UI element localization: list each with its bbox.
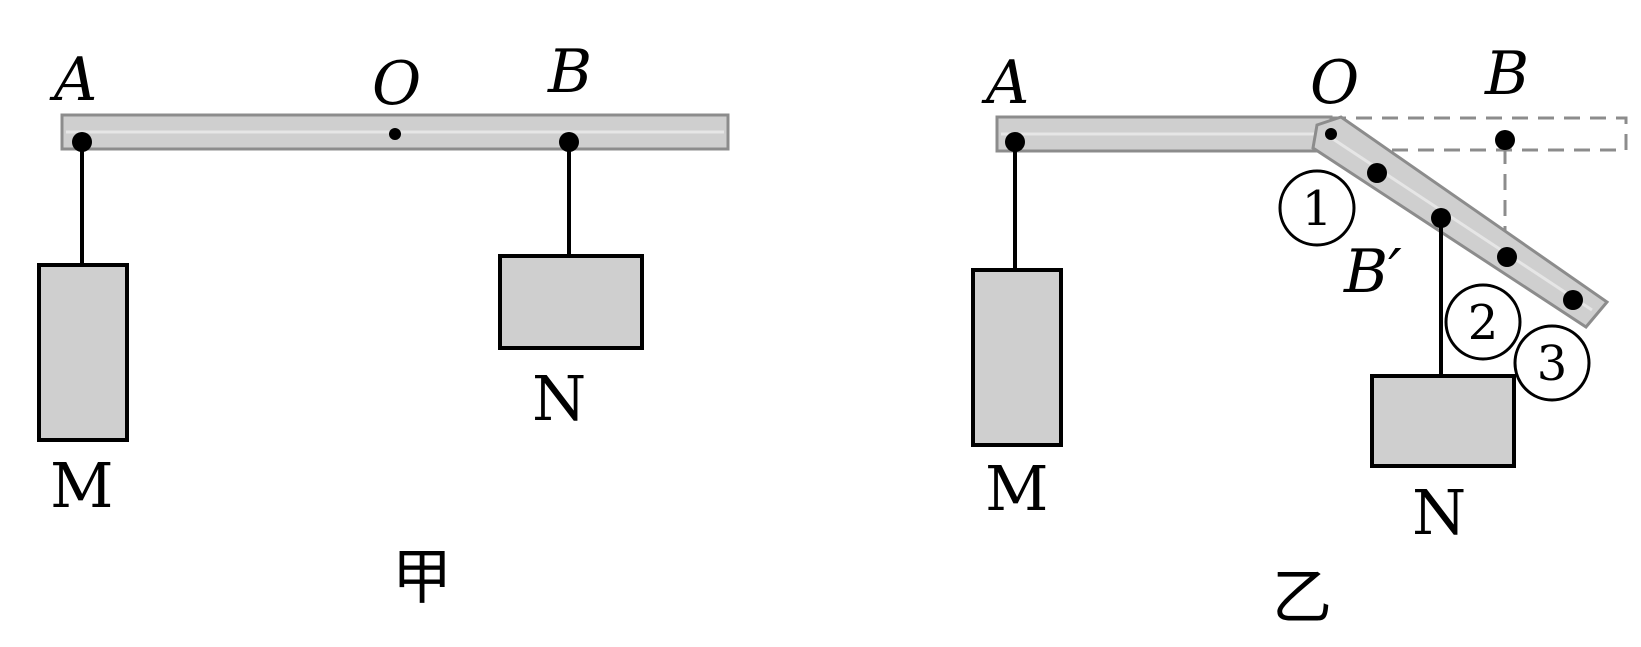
right-weight-N [1370,374,1516,468]
right-point-2 [1497,247,1517,267]
left-point-B [559,132,579,152]
right-point-A [1005,132,1025,152]
right-position-number-3: 3 [1537,336,1568,392]
right-point-B-prime [1431,208,1451,228]
right-label-B: B [1484,39,1529,109]
right-point-3 [1563,290,1583,310]
left-label-A: A [49,45,97,115]
left-weight-N [498,254,644,350]
right-position-marker-3: 3 [1513,324,1591,402]
right-position-marker-1: 1 [1278,169,1356,247]
right-point-O [1325,128,1337,140]
right-weight-M [971,268,1063,447]
right-point-1 [1367,163,1387,183]
right-label-M: M [985,452,1048,525]
left-label-N: N [532,362,586,435]
left-label-O: O [372,49,421,119]
right-caption: 乙 [1272,563,1332,633]
right-position-marker-2: 2 [1444,283,1522,361]
right-position-number-1: 1 [1302,181,1333,237]
left-caption: 甲 [392,543,452,613]
right-label-A: A [981,48,1029,118]
right-point-B [1495,130,1515,150]
right-position-number-2: 2 [1468,295,1499,351]
left-label-M: M [50,449,113,522]
right-label-B-prime: B′ [1343,237,1402,307]
left-point-A [72,132,92,152]
right-figure: A O B B′ M N 1 2 3 乙 [971,39,1628,633]
left-weight-M [37,263,129,442]
left-point-O [389,128,401,140]
right-label-O: O [1310,48,1359,118]
left-label-B: B [547,37,592,107]
right-label-N: N [1412,476,1466,549]
left-figure: A O B M N 甲 [37,37,730,613]
